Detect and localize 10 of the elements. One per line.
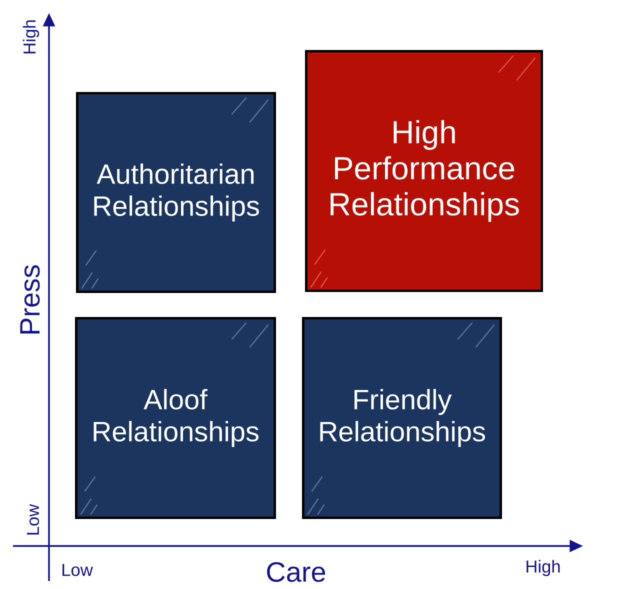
axis-title: Care <box>267 562 326 582</box>
quadrant-box: Authoritarian Relationships <box>76 92 276 293</box>
axis-end-label: High <box>22 20 40 54</box>
axis-end-label: High <box>526 560 560 576</box>
axis-title: Press <box>20 265 40 334</box>
quadrant-box: High Performance Relationships <box>305 50 543 292</box>
quadrant-box: Aloof Relationships <box>75 317 276 519</box>
quadrant-box: Friendly Relationships <box>302 317 502 519</box>
axis-end-label: Low <box>62 564 93 576</box>
axis-end-label: Low <box>26 504 40 534</box>
